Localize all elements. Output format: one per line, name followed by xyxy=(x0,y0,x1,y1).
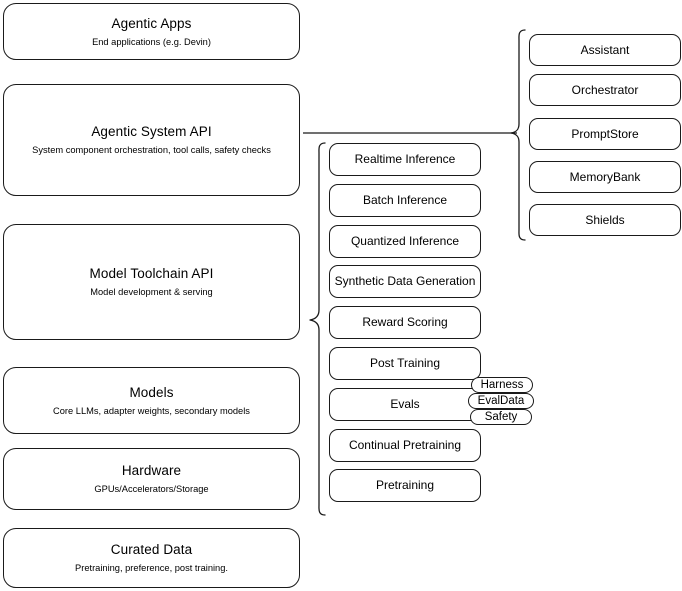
eval-pill-label: Harness xyxy=(480,378,524,391)
layer-hardware[interactable]: Hardware GPUs/Accelerators/Storage xyxy=(3,448,300,510)
eval-pill-evaldata[interactable]: EvalData xyxy=(468,393,534,409)
capability-label: Post Training xyxy=(369,356,441,370)
eval-pill-label: Safety xyxy=(484,410,518,423)
component-label: Orchestrator xyxy=(571,82,639,97)
layer-subtitle: Core LLMs, adapter weights, secondary mo… xyxy=(53,405,250,416)
capability-label: Batch Inference xyxy=(362,193,448,207)
layer-subtitle: GPUs/Accelerators/Storage xyxy=(94,484,209,494)
capability-synthetic-data-generation[interactable]: Synthetic Data Generation xyxy=(329,265,481,298)
eval-pill-safety[interactable]: Safety xyxy=(470,409,532,425)
capability-label: Pretraining xyxy=(375,478,435,492)
component-label: PromptStore xyxy=(571,126,639,141)
layer-title: Agentic Apps xyxy=(111,15,192,31)
component-label: Shields xyxy=(585,212,625,227)
capability-batch-inference[interactable]: Batch Inference xyxy=(329,184,481,217)
component-assistant[interactable]: Assistant xyxy=(529,34,681,66)
layer-title: Model Toolchain API xyxy=(89,266,214,281)
eval-pill-label: EvalData xyxy=(477,394,525,407)
component-label: MemoryBank xyxy=(569,169,641,184)
layer-title: Hardware xyxy=(121,463,182,478)
capability-pretraining[interactable]: Pretraining xyxy=(329,469,481,502)
capability-label: Realtime Inference xyxy=(354,152,456,166)
eval-pill-harness[interactable]: Harness xyxy=(471,377,533,393)
capability-post-training[interactable]: Post Training xyxy=(329,347,481,380)
components-brace-path xyxy=(510,29,526,241)
layer-title: Curated Data xyxy=(110,542,193,557)
component-orchestrator[interactable]: Orchestrator xyxy=(529,74,681,106)
capability-realtime-inference[interactable]: Realtime Inference xyxy=(329,143,481,176)
layer-curated-data[interactable]: Curated Data Pretraining, preference, po… xyxy=(3,528,300,588)
capability-label: Quantized Inference xyxy=(350,234,460,248)
component-memorybank[interactable]: MemoryBank xyxy=(529,161,681,193)
layer-agentic-system-api[interactable]: Agentic System API System component orch… xyxy=(3,84,300,196)
layer-title: Models xyxy=(129,384,174,400)
layer-subtitle: End applications (e.g. Devin) xyxy=(92,36,211,47)
layer-subtitle: Pretraining, preference, post training. xyxy=(75,563,228,573)
component-shields[interactable]: Shields xyxy=(529,204,681,236)
capability-continual-pretraining[interactable]: Continual Pretraining xyxy=(329,429,481,462)
capability-reward-scoring[interactable]: Reward Scoring xyxy=(329,306,481,339)
capability-label: Synthetic Data Generation xyxy=(334,274,476,288)
capability-label: Reward Scoring xyxy=(362,315,448,329)
capability-label: Evals xyxy=(390,397,420,411)
capability-label: Continual Pretraining xyxy=(348,438,462,452)
layer-agentic-apps[interactable]: Agentic Apps End applications (e.g. Devi… xyxy=(3,3,300,60)
layer-model-toolchain-api[interactable]: Model Toolchain API Model development & … xyxy=(3,224,300,340)
layer-title: Agentic System API xyxy=(91,124,212,139)
layer-subtitle: Model development & serving xyxy=(90,287,213,297)
component-label: Assistant xyxy=(580,42,630,57)
layer-models[interactable]: Models Core LLMs, adapter weights, secon… xyxy=(3,367,300,434)
component-promptstore[interactable]: PromptStore xyxy=(529,118,681,150)
toolchain-brace-path xyxy=(309,142,326,516)
capability-evals[interactable]: Evals xyxy=(329,388,481,421)
layer-subtitle: System component orchestration, tool cal… xyxy=(32,145,271,155)
capability-quantized-inference[interactable]: Quantized Inference xyxy=(329,225,481,258)
